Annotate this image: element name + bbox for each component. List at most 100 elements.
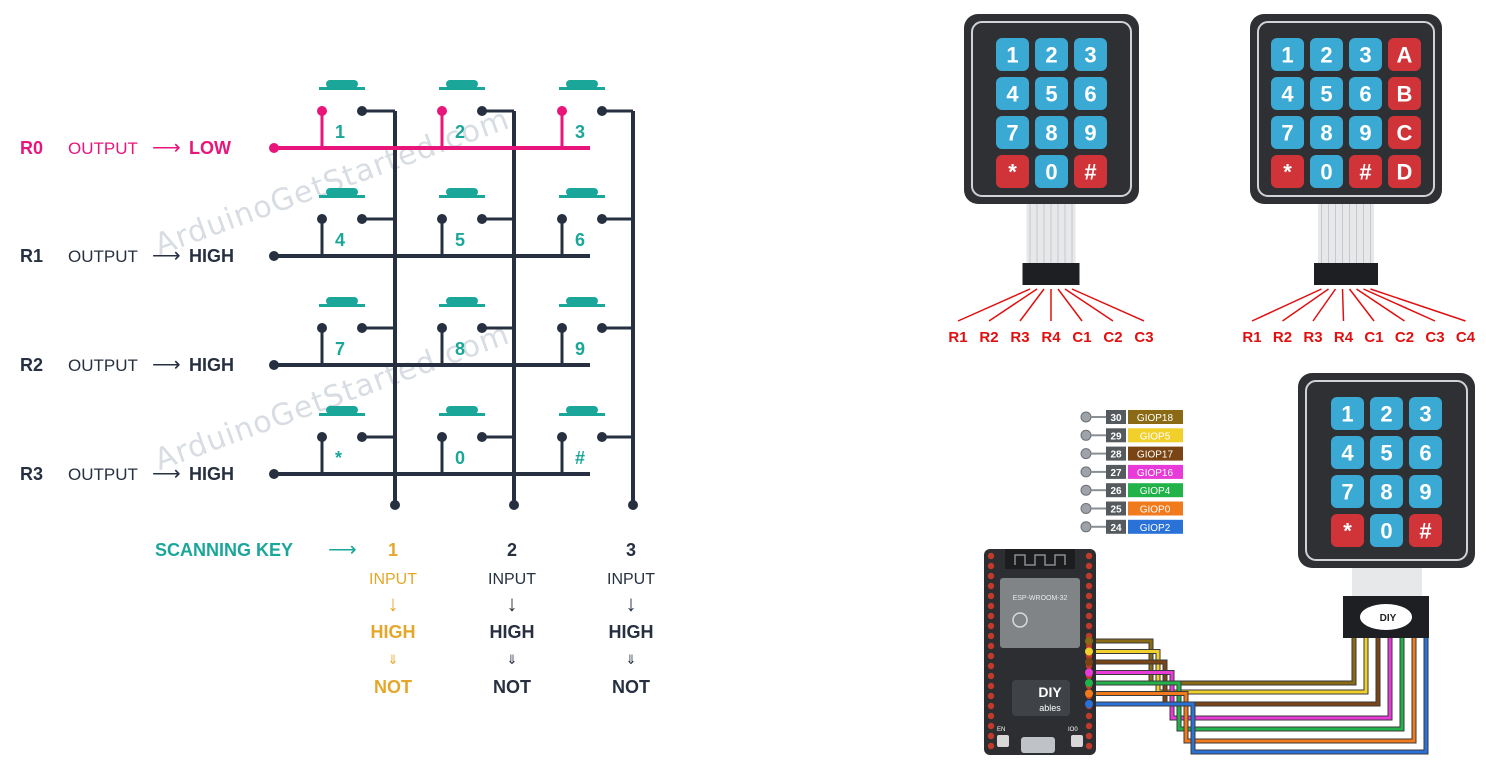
keypad-key-label: B (1397, 82, 1413, 107)
legend-pin-label-bg (1128, 501, 1183, 516)
keypad-border (1305, 380, 1468, 561)
header-pin-left (987, 552, 995, 560)
legend-pin-label: GIOP0 (1140, 505, 1171, 516)
legend-pin-num: 25 (1110, 505, 1122, 516)
pin-arrow-line (1312, 288, 1337, 322)
row-mode: OUTPUT (68, 139, 138, 158)
key-label: * (335, 448, 342, 468)
keypad-key (1409, 436, 1442, 469)
keypad-key-label: 4 (1006, 82, 1019, 107)
legend-pin-dot (1080, 466, 1092, 478)
antenna-area (1005, 549, 1075, 569)
key-label: 3 (575, 122, 585, 142)
legend-pin-num-bg (1106, 446, 1126, 461)
push-button-bar (559, 413, 605, 416)
legend-pin-num: 30 (1110, 413, 1122, 424)
switch-contact (437, 323, 447, 333)
connector-logo: DIY (1380, 613, 1397, 624)
wire-pin-marker (1085, 637, 1093, 645)
keypad-key-label: * (1008, 160, 1017, 185)
keypad-key-label: 6 (1084, 82, 1096, 107)
keypad-key (1409, 514, 1442, 547)
keypad-key-label: 3 (1084, 43, 1096, 68)
header-pin-left (987, 642, 995, 650)
keypad-key-label: 8 (1380, 480, 1392, 505)
keypad-key-label: 9 (1359, 121, 1371, 146)
switch-contact (597, 214, 607, 224)
wire-pin-marker (1085, 658, 1093, 666)
ribbon-connector (1022, 263, 1080, 285)
legend-pin-num-bg (1106, 410, 1126, 424)
key-label: 6 (575, 230, 585, 250)
switch-contact (557, 106, 567, 116)
keypad-border (971, 21, 1132, 197)
keypad-key (1310, 116, 1343, 149)
row-level: HIGH (189, 464, 234, 484)
push-button-cap (446, 80, 478, 88)
keypad-key-label: # (1419, 519, 1431, 544)
keypad-key (996, 116, 1029, 149)
pin-arrow-line (1363, 288, 1436, 322)
keypad-key (1035, 38, 1068, 71)
switch-contact (357, 214, 367, 224)
keypad-key (1388, 116, 1421, 149)
header-pin-right (1085, 722, 1093, 730)
header-pin-left (987, 712, 995, 720)
io0-label: IO0 (1068, 727, 1078, 733)
keypad-key-label: 2 (1380, 402, 1392, 427)
key-label: 2 (455, 122, 465, 142)
row-terminal (269, 360, 279, 370)
push-button-cap (566, 406, 598, 414)
pin-label: R2 (1273, 329, 1292, 346)
pin-label: R3 (1010, 329, 1029, 346)
pin-arrow-line (1348, 288, 1375, 322)
column-arrow: ↓ (626, 591, 637, 616)
keypad-key-label: C (1397, 121, 1413, 146)
switch-contact (557, 214, 567, 224)
keypad-key-label: 9 (1419, 480, 1431, 505)
keypad-key-label: D (1397, 160, 1413, 185)
pin-label: R4 (1041, 329, 1061, 346)
row-id: R1 (20, 246, 43, 266)
switch-contact (597, 106, 607, 116)
switch-contact (357, 323, 367, 333)
header-pin-right (1085, 582, 1093, 590)
keypad-border (1257, 21, 1435, 197)
keypad-key-label: 8 (1045, 121, 1057, 146)
push-button-bar (439, 195, 485, 198)
switch-contact (597, 432, 607, 442)
keypad-key (1388, 155, 1421, 188)
keypad-key (1409, 397, 1442, 430)
board-logo: DIY (1038, 684, 1062, 700)
switch-contact (437, 432, 447, 442)
push-button-cap (566, 188, 598, 196)
pin-arrow-line (1251, 288, 1322, 322)
keypad-key (1035, 116, 1068, 149)
push-button-cap (326, 80, 358, 88)
keypad-key (1074, 77, 1107, 110)
header-pin-left (987, 652, 995, 660)
legend-pin-label: GIOP18 (1137, 413, 1174, 424)
column-level: HIGH (371, 622, 416, 642)
pin-arrow-line (1057, 288, 1083, 322)
push-button-bar (319, 304, 365, 307)
io0-button (1071, 735, 1083, 747)
keypad-key-label: 0 (1320, 160, 1332, 185)
push-button-bar (439, 304, 485, 307)
keypad-key (996, 155, 1029, 188)
pin-arrow-line (988, 288, 1038, 322)
header-pin-right (1085, 712, 1093, 720)
keypad-key (1370, 514, 1403, 547)
header-pin-left (987, 562, 995, 570)
key-label: 4 (335, 230, 345, 250)
pin-label: R4 (1334, 329, 1354, 346)
push-button-cap (446, 188, 478, 196)
header-pin-left (987, 582, 995, 590)
push-button-cap (326, 297, 358, 305)
keypad-key (1074, 38, 1107, 71)
keypad-key (1388, 77, 1421, 110)
en-button (997, 735, 1009, 747)
row-terminal (269, 251, 279, 261)
header-pin-left (987, 662, 995, 670)
